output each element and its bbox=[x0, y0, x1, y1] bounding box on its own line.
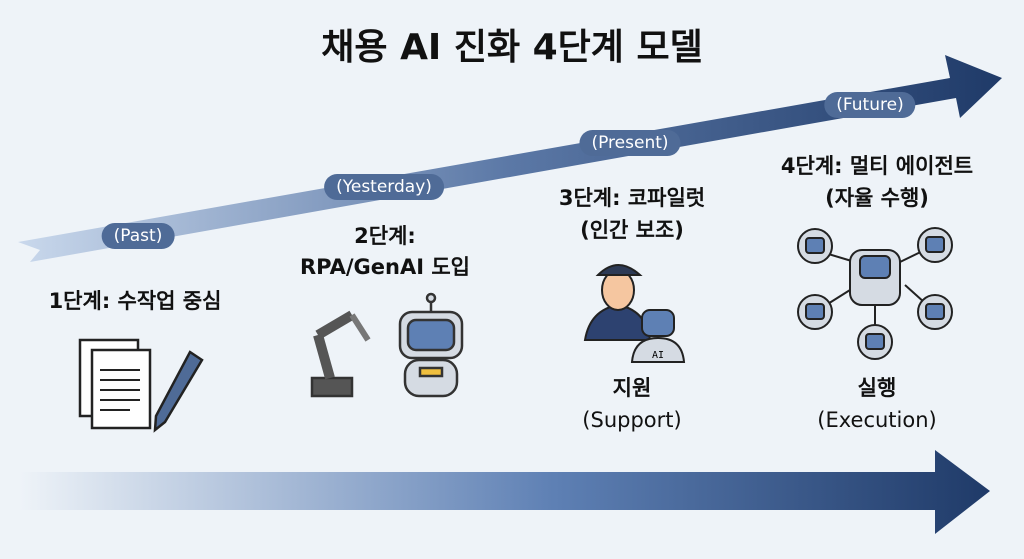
document-pen-icon bbox=[78, 338, 204, 433]
page-title: 채용 AI 진화 4단계 모델 bbox=[321, 27, 703, 68]
pilot-with-ai-icon bbox=[583, 264, 686, 363]
stage-4-sublabel: (자율 수행) bbox=[825, 186, 929, 210]
period-pill-future: (Future) bbox=[824, 92, 916, 118]
stage-4-role-en: (Execution) bbox=[817, 408, 937, 432]
stage-1-label: 1단계: 수작업 중심 bbox=[48, 289, 222, 313]
progress-bottom-arrow bbox=[20, 450, 990, 534]
period-pill-past: (Past) bbox=[101, 223, 175, 249]
stage-4-label: 4단계: 멀티 에이전트 bbox=[780, 154, 974, 178]
stage-2-sublabel: RPA/GenAI 도입 bbox=[299, 255, 471, 279]
period-pill-yesterday: (Yesterday) bbox=[324, 174, 444, 200]
stage-4-role: 실행 bbox=[857, 376, 897, 400]
stage-2-label: 2단계: bbox=[354, 224, 416, 248]
stage-3-role: 지원 bbox=[612, 376, 652, 400]
timeline-diagonal-arrow bbox=[18, 55, 1002, 262]
multi-agent-network-icon bbox=[797, 227, 953, 360]
ai-badge: AI bbox=[652, 350, 664, 361]
stage-3-label: 3단계: 코파일럿 bbox=[558, 186, 706, 210]
stage-3-role-en: (Support) bbox=[582, 408, 682, 432]
robot-arm-and-robot-icon bbox=[310, 292, 464, 398]
stage-3-sublabel: (인간 보조) bbox=[580, 218, 684, 242]
period-pill-present: (Present) bbox=[579, 130, 681, 156]
